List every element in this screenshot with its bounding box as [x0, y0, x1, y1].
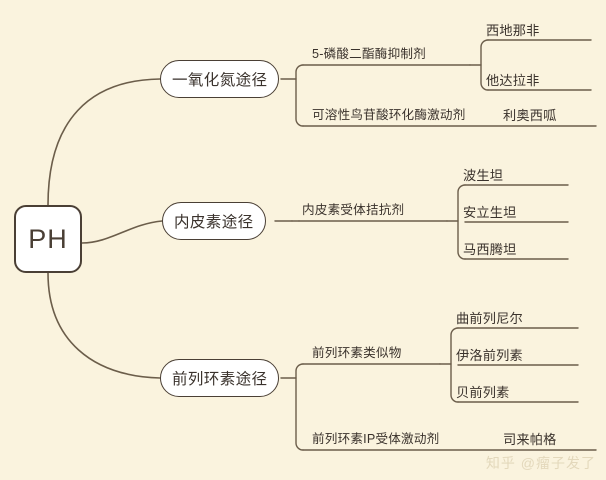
leaf-beraprost[interactable]: 贝前列素 [456, 385, 510, 400]
leaf-ambrisentan[interactable]: 安立生坦 [463, 205, 517, 220]
leaf-selexipag[interactable]: 司来帕格 [503, 432, 557, 447]
branch-node-endothelin[interactable]: 内皮素途径 [162, 202, 266, 240]
leaf-macitentan[interactable]: 马西腾坦 [463, 242, 517, 257]
spine-b2g1 [457, 184, 466, 260]
leaf-tadalafil[interactable]: 他达拉非 [486, 73, 540, 88]
spine-b1g1 [480, 39, 489, 91]
watermark: 知乎 @瘤子发了 [485, 455, 596, 471]
group-label-pde5-inhibitor[interactable]: 5-磷酸二酯酶抑制剂 [312, 47, 426, 61]
spine-b3g1 [450, 327, 459, 403]
branch-node-label: 一氧化氮途径 [172, 72, 268, 89]
spine-branch1 [295, 64, 304, 127]
root-node-label: PH [28, 223, 68, 254]
group-label-sgc-stimulator[interactable]: 可溶性鸟苷酸环化酶激动剂 [312, 108, 466, 122]
branch-node-prostacyclin[interactable]: 前列环素途径 [160, 359, 280, 397]
group-label-prostacyclin-analog[interactable]: 前列环素类似物 [312, 346, 402, 360]
branch-node-nitric-oxide[interactable]: 一氧化氮途径 [160, 60, 280, 98]
leaf-treprostinil[interactable]: 曲前列尼尔 [456, 311, 523, 326]
leaf-bosentan[interactable]: 波生坦 [463, 168, 504, 183]
leaf-iloprost[interactable]: 伊洛前列素 [456, 348, 523, 363]
root-node-ph[interactable]: PH [14, 205, 82, 273]
edge-root-to-branch-1 [47, 78, 161, 206]
spine-branch3 [295, 363, 304, 451]
edge-root-to-branch-3 [47, 272, 161, 379]
branch-node-label: 内皮素途径 [174, 214, 254, 231]
group-label-ip-receptor-agonist[interactable]: 前列环素IP受体激动剂 [312, 432, 440, 446]
leaf-riociguat[interactable]: 利奥西呱 [503, 108, 557, 123]
leaf-sildenafil[interactable]: 西地那非 [486, 23, 540, 38]
edge-root-to-branch-2 [81, 220, 163, 244]
branch-node-label: 前列环素途径 [172, 371, 268, 388]
group-label-era[interactable]: 内皮素受体拮抗剂 [302, 203, 405, 217]
